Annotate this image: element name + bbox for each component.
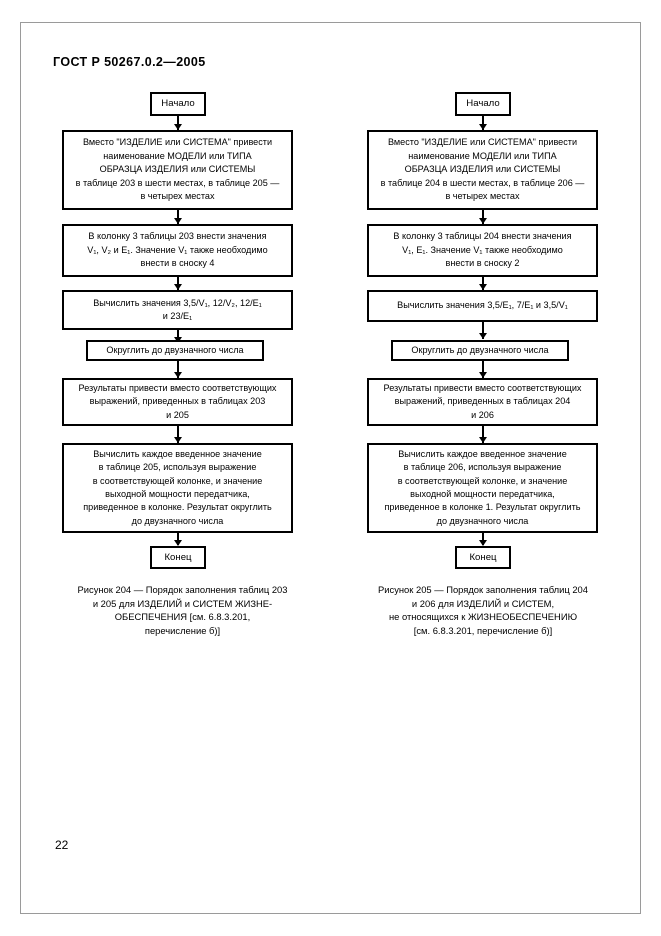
figure-204-end-terminal: Конец (150, 546, 206, 569)
figure-204-end-label: Конец (164, 551, 192, 563)
figure-205-start-label: Начало (466, 98, 500, 110)
figure-204-step-5-text: Результаты привести вместо соответствующ… (78, 382, 277, 420)
figure-205-arrow-2 (479, 218, 487, 224)
figure-205-step-6-text: Вычислить каждое введенное значение в та… (384, 448, 581, 526)
figure-205-arrow-5 (479, 372, 487, 378)
figure-205-end-label: Конец (469, 551, 497, 563)
figure-205-arrow-6 (479, 437, 487, 443)
figure-204-arrow-5 (174, 372, 182, 378)
figure-205-end-terminal: Конец (455, 546, 511, 569)
figure-204-start-label: Начало (161, 98, 195, 110)
figure-205-connector-6 (482, 426, 484, 443)
figure-204-step-1: Вместо "ИЗДЕЛИЕ или СИСТЕМА" привести на… (62, 130, 293, 210)
figure-205-arrow-7 (479, 540, 487, 546)
figure-204-step-3: Вычислить значения 3,5/V₁, 12/V₂, 12/E₁ … (62, 290, 293, 330)
figure-205-step-2-text: В колонку 3 таблицы 204 внести значения … (393, 231, 572, 269)
figure-205-step-3-text: Вычислить значения 3,5/E₁, 7/E₁ и 3,5/V₁ (397, 300, 568, 311)
figure-204-arrow-6 (174, 437, 182, 443)
figure-204-connector-7 (177, 533, 179, 545)
figure-205-step-1-text: Вместо "ИЗДЕЛИЕ или СИСТЕМА" привести на… (380, 137, 585, 202)
figure-204-connector-4 (177, 330, 179, 343)
figure-204-arrow-7 (174, 540, 182, 546)
figure-204-connector-2 (177, 210, 179, 224)
figure-204-arrow-2 (174, 218, 182, 224)
figure-205-start-terminal: Начало (455, 92, 511, 116)
figure-205-arrow-4 (479, 333, 487, 339)
figure-205-step-1: Вместо "ИЗДЕЛИЕ или СИСТЕМА" привести на… (367, 130, 598, 210)
figure-205-step-6: Вычислить каждое введенное значение в та… (367, 443, 598, 533)
figure-205-step-4-text: Округлить до двузначного числа (411, 344, 549, 355)
figure-205-arrow-3 (479, 284, 487, 290)
figure-204-connector-1 (177, 116, 179, 130)
page-number: 22 (55, 838, 69, 852)
figure-204-caption: Рисунок 204 — Порядок заполнения таблиц … (77, 584, 288, 636)
figure-204-step-4-text: Округлить до двузначного числа (106, 344, 244, 355)
figure-204-step-4: Округлить до двузначного числа (86, 340, 264, 361)
figure-204-start-terminal: Начало (150, 92, 206, 116)
figure-204-connector-3 (177, 277, 179, 290)
figure-205-step-2: В колонку 3 таблицы 204 внести значения … (367, 224, 598, 277)
figure-204-connector-5 (177, 361, 179, 378)
figure-204-arrow-3 (174, 284, 182, 290)
figure-205-connector-1 (482, 116, 484, 130)
figure-205-arrow-1 (479, 124, 487, 130)
figure-205-connector-7 (482, 533, 484, 545)
figure-205-step-5: Результаты привести вместо соответствующ… (367, 378, 598, 426)
figure-205-connector-4 (482, 322, 484, 339)
figure-205-step-5-text: Результаты привести вместо соответствующ… (383, 382, 582, 420)
figure-204-connector-6 (177, 426, 179, 443)
figure-204-step-5: Результаты привести вместо соответствующ… (62, 378, 293, 426)
figure-204-step-2-text: В колонку 3 таблицы 203 внести значения … (87, 231, 268, 269)
figure-205-caption: Рисунок 205 — Порядок заполнения таблиц … (378, 584, 588, 636)
figure-204-step-6-text: Вычислить каждое введенное значение в та… (83, 448, 272, 526)
figure-204-step-6: Вычислить каждое введенное значение в та… (62, 443, 293, 533)
standard-header: ГОСТ Р 50267.0.2—2005 (53, 55, 206, 69)
figure-204-step-3-text: Вычислить значения 3,5/V₁, 12/V₂, 12/E₁ … (93, 297, 262, 321)
figure-204-step-2: В колонку 3 таблицы 203 внести значения … (62, 224, 293, 277)
figure-204-step-1-text: Вместо "ИЗДЕЛИЕ или СИСТЕМА" привести на… (75, 137, 280, 202)
figure-205-connector-2 (482, 210, 484, 224)
figure-205-connector-5 (482, 361, 484, 378)
figure-205-step-3: Вычислить значения 3,5/E₁, 7/E₁ и 3,5/V₁ (367, 290, 598, 322)
figure-205-step-4: Округлить до двузначного числа (391, 340, 569, 361)
figure-204-arrow-1 (174, 124, 182, 130)
figure-205-connector-3 (482, 277, 484, 290)
